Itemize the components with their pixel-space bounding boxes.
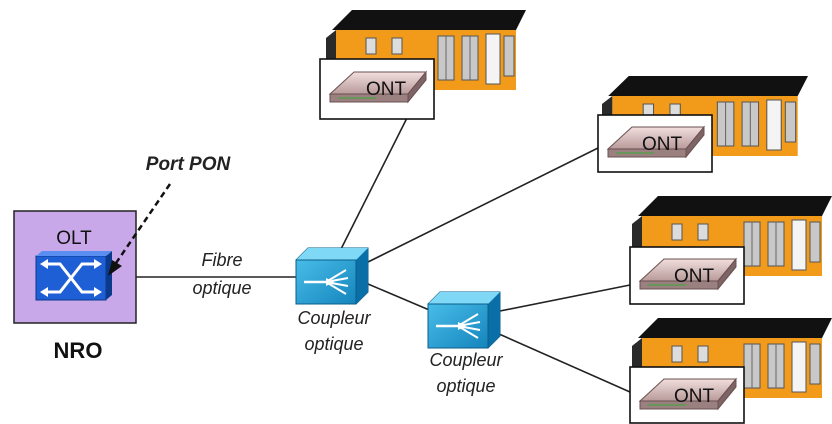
fibre-label-line2: optique bbox=[192, 278, 251, 298]
port-pon-arrow bbox=[108, 183, 172, 276]
ont-label: ONT bbox=[674, 266, 715, 287]
fibre-coupler2-to-ont3 bbox=[489, 284, 631, 314]
nro-label: NRO bbox=[54, 338, 103, 363]
port-pon-label: Port PON bbox=[146, 154, 232, 175]
coupler2-label-line2: optique bbox=[436, 376, 495, 396]
ont-label: ONT bbox=[642, 134, 683, 155]
switch-arrows-icon bbox=[35, 251, 112, 301]
splitter-icon bbox=[426, 290, 502, 350]
fibre-coupler1-to-coupler2 bbox=[367, 283, 435, 313]
ont-3: ONT bbox=[629, 246, 745, 305]
ont-1: ONT bbox=[319, 58, 435, 120]
fibre-coupler1-to-ont1 bbox=[337, 111, 411, 256]
coupler1-label-line1: Coupleur bbox=[297, 308, 371, 328]
fibre-coupler1-to-ont2 bbox=[367, 147, 599, 263]
fibre-label-line1: Fibre bbox=[201, 250, 242, 270]
fibre-coupler2-to-ont4 bbox=[489, 329, 631, 393]
ont-4: ONT bbox=[629, 366, 745, 424]
coupler1-label-line2: optique bbox=[304, 334, 363, 354]
ont-label: ONT bbox=[674, 386, 715, 407]
ont-label: ONT bbox=[366, 79, 407, 100]
olt-label: OLT bbox=[56, 228, 92, 249]
ont-2: ONT bbox=[597, 114, 713, 173]
fibre-links bbox=[112, 111, 631, 393]
coupler2-label-line1: Coupleur bbox=[429, 350, 503, 370]
splitter-icon bbox=[294, 246, 370, 306]
